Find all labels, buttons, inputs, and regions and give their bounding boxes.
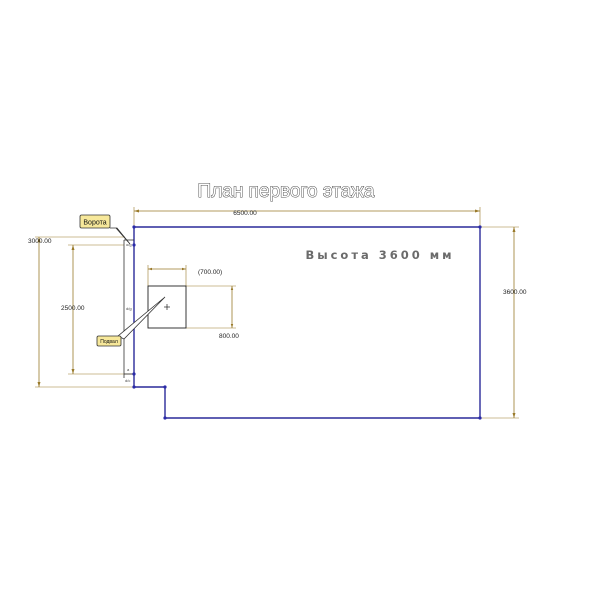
mark-mid: d/g	[126, 306, 132, 311]
cellar-callout-label: Подвал	[100, 339, 118, 345]
cellar-callout: Подвал	[96, 296, 166, 347]
height-note: Высота 3600 мм	[305, 248, 454, 262]
dimension-right-label: 3600.00	[503, 289, 527, 296]
gate-callout: Ворота	[79, 214, 131, 245]
dimension-offset-label: (700.00)	[198, 269, 222, 276]
dimension-column-size: 800.00	[186, 285, 239, 340]
dimension-width-label: 6500.00	[233, 210, 257, 217]
dimension-left-outer-label: 3000.00	[28, 238, 52, 245]
dimension-column-label: 800.00	[219, 333, 239, 340]
column-square	[147, 285, 187, 329]
gate-callout-label: Ворота	[83, 220, 106, 227]
dimension-left-inner: 2500.00	[61, 244, 134, 375]
mark-a: a	[127, 367, 130, 372]
plan-title: План первого этажа	[198, 181, 375, 202]
vertex-markers	[132, 225, 482, 420]
dimension-right-height: 3600.00	[480, 226, 527, 419]
dimension-left-outer: 3000.00	[28, 236, 134, 388]
dimension-top-width: 6500.00	[133, 207, 481, 226]
dimension-left-inner-label: 2500.00	[61, 305, 85, 312]
mark-bottom: d/c	[125, 378, 130, 383]
mark-top: o/g	[126, 242, 132, 247]
dimension-column-offset: (700.00)	[147, 265, 222, 286]
